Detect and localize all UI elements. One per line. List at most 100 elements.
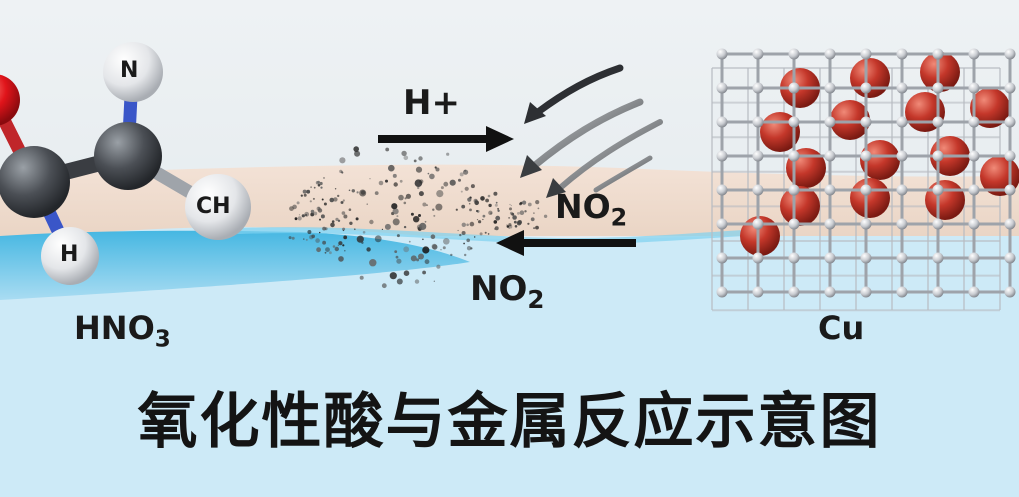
lattice-node [860,252,872,264]
particle-dot [413,159,417,163]
particle-dot [334,188,337,190]
particle-dot [442,246,446,250]
particle-dot [331,220,335,223]
particle-dot [508,217,510,219]
particle-dot [459,172,464,177]
particle-dot [422,246,430,254]
lattice-node [968,184,980,196]
particle-dot [393,182,398,187]
lattice-node [788,150,800,162]
particle-dot [324,227,328,231]
particle-dot [415,166,423,173]
particle-dot [342,227,346,231]
particle-dot [418,191,424,197]
particle-dot [403,225,407,229]
arrow-right-icon [378,126,514,152]
lattice-node [896,82,908,94]
lattice-node [896,116,908,128]
lattice-node [932,218,944,230]
particle-dot [340,171,344,174]
lattice-node [968,252,980,264]
particle-dot [323,202,327,206]
particle-dot [459,233,462,237]
particle-dot [404,197,407,200]
lattice-node [788,218,800,230]
particle-dot [508,223,512,227]
particle-dot [422,202,427,207]
copper-atom [830,100,870,140]
particle-dot [319,231,321,234]
lattice-node [788,48,800,60]
water-surface [0,227,1019,497]
lattice-node [752,252,764,264]
particle-dot [337,244,340,246]
particle-dot [310,209,315,214]
particle-dot [356,191,359,194]
hydrogen-atom [41,227,99,285]
particle-dot [527,202,532,207]
lattice-node [1004,48,1016,60]
lattice-node [824,184,836,196]
lattice-node [968,116,980,128]
particle-dot [315,238,320,243]
particle-dot [467,197,472,202]
particle-dot [494,226,499,231]
copper-lattice-icon [711,48,1019,312]
particle-dot [424,259,430,265]
particle-dot [359,275,364,280]
particle-dot [508,227,510,229]
particle-dot [343,214,348,219]
particle-dot [470,184,475,189]
particle-dot [294,217,298,221]
no2-lower-label: NO2 [470,272,544,312]
particle-dot [342,244,345,247]
particle-dot [320,186,323,189]
ch-atom [185,174,251,240]
particle-dot [408,240,411,243]
particle-dot [389,272,397,280]
particle-dot [488,210,493,215]
curved-arrow-icon [520,64,663,198]
lattice-node [1004,150,1016,162]
particle-dot [522,200,527,205]
particle-dot [366,203,368,205]
particle-dot [343,235,348,240]
lattice-node [752,184,764,196]
particle-dot [424,220,427,223]
nitrogen-atom [103,42,163,102]
particle-dot [297,216,302,221]
particle-dot [418,257,420,260]
lattice-node [860,48,872,60]
particle-dot [334,246,339,252]
lattice-node [716,286,728,298]
lattice-node [932,184,944,196]
h-plus-label: H+ [403,83,460,123]
particle-dot [443,238,450,245]
particle-dot [317,180,320,184]
no2-lower-base: NO [470,269,528,309]
lattice-node [1004,116,1016,128]
lattice-node [896,252,908,264]
particle-dot [543,214,548,218]
lattice-node [716,252,728,264]
particle-dot [301,214,305,218]
particle-dot [391,203,398,210]
particle-dot [466,223,469,227]
lattice-node [932,150,944,162]
lattice-node [716,82,728,94]
particle-dot [418,156,423,161]
lattice-node [824,48,836,60]
lattice-node [860,116,872,128]
lattice-node [968,218,980,230]
particle-dot [533,212,535,215]
lattice-node [860,150,872,162]
particle-dot [298,214,301,216]
particle-dot [353,146,360,152]
particle-dot [535,200,540,205]
particle-dot [392,218,400,226]
particle-dot [458,178,461,182]
lattice-node [968,82,980,94]
particle-dot [433,214,436,217]
particle-dot [435,167,440,172]
particle-dot [369,178,371,180]
